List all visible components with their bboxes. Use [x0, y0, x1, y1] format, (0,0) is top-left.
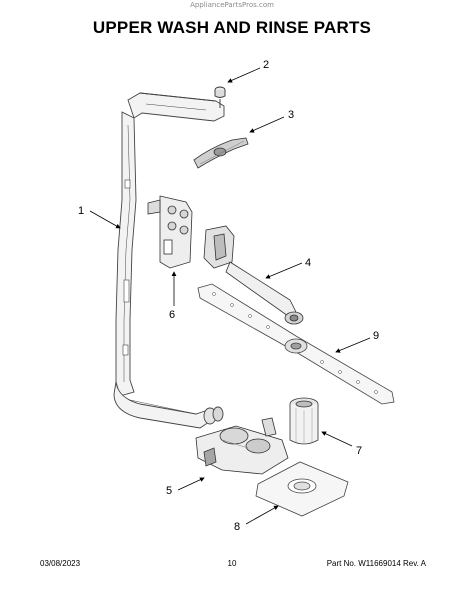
watermark-text: AppliancePartsPros.com [190, 1, 274, 9]
part-3-upper-spray-arm [193, 137, 249, 169]
part-4-feed-tube [203, 225, 304, 325]
part-8-filter-plate [255, 461, 349, 517]
callout-7: 7 [356, 445, 362, 457]
footer-date: 03/08/2023 [40, 559, 81, 568]
callout-4: 4 [305, 257, 311, 269]
callout-6: 6 [169, 309, 175, 321]
callout-5: 5 [166, 485, 172, 497]
part-7-filter [289, 397, 319, 445]
part-5-sump-housing [195, 417, 289, 475]
callout-9: 9 [373, 330, 379, 342]
page-title: UPPER WASH AND RINSE PARTS [92, 18, 372, 37]
callout-3: 3 [288, 109, 294, 121]
part-2-cap [214, 86, 226, 108]
footer-page-number: 10 [227, 559, 237, 568]
callout-2: 2 [263, 59, 269, 71]
callout-leaders [89, 67, 371, 525]
callout-1: 1 [78, 205, 84, 217]
part-1-conduit [113, 92, 225, 429]
part-9-lower-spray-arm [197, 283, 395, 405]
callout-8: 8 [234, 521, 240, 533]
part-6-valve-block [147, 195, 193, 269]
footer-part-number: Part No. W11669014 Rev. A [326, 559, 426, 568]
